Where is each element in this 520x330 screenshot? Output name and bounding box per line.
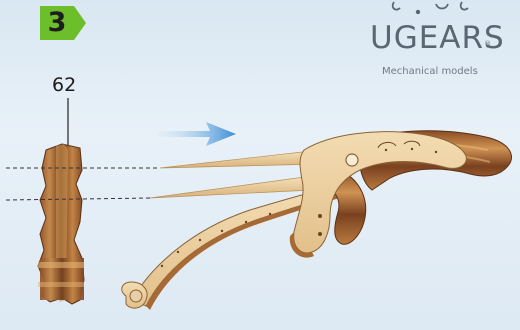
part-number-label: 62 bbox=[52, 74, 76, 96]
step-number: 3 bbox=[40, 5, 74, 39]
direction-arrow bbox=[158, 122, 236, 146]
wooden-stick-lower bbox=[150, 176, 320, 198]
brand-registered-mark: ® bbox=[484, 40, 491, 48]
brand-name: UGEARS bbox=[370, 20, 505, 56]
brand-tagline: Mechanical models bbox=[382, 66, 478, 77]
bow-body-assembly bbox=[290, 131, 512, 258]
